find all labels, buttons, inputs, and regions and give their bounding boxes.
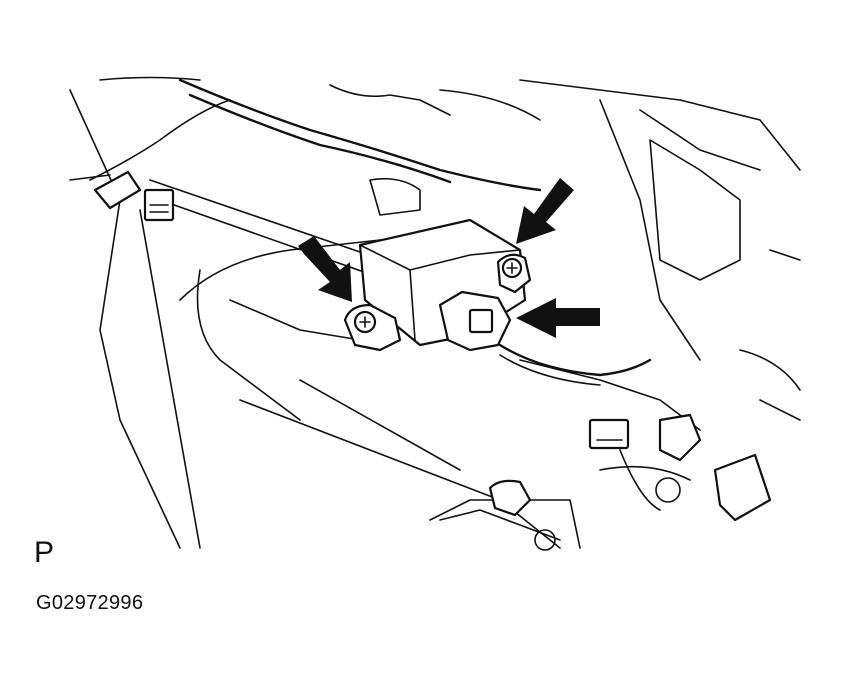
arrow-right-bolt — [516, 178, 574, 244]
view-letter: P — [34, 536, 55, 569]
lower-bracket-parts — [439, 349, 801, 551]
arrow-connector — [516, 298, 600, 338]
wire-harness — [89, 78, 542, 222]
figure-code: G02972996 — [36, 592, 144, 614]
pointer-arrows — [298, 178, 600, 338]
airbag-sensor-assembly — [343, 218, 652, 450]
arrow-left-bolt — [298, 236, 352, 302]
